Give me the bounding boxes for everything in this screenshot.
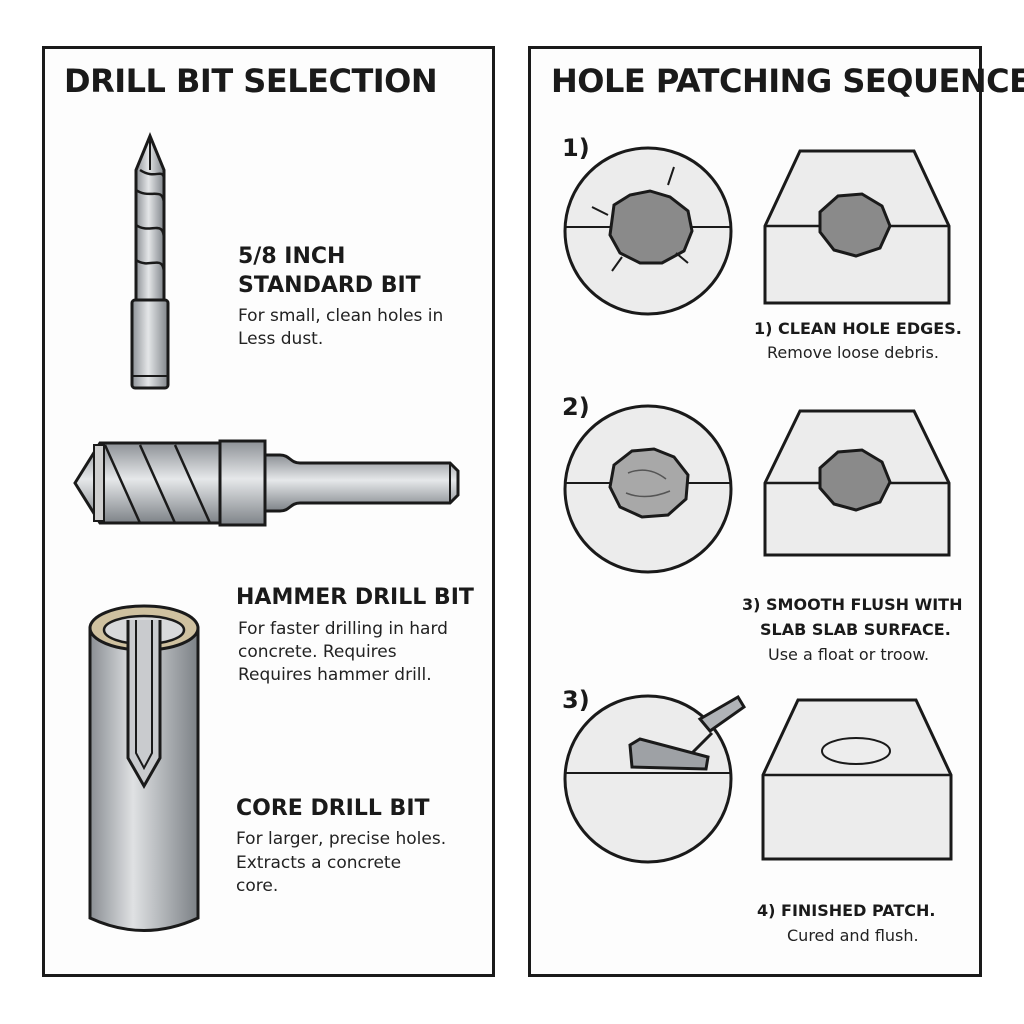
standard-bit-desc-2: Less dust. [238, 329, 324, 349]
step-2-circle-view [563, 404, 733, 574]
hammer-bit-desc-3: Requires hammer drill. [238, 665, 432, 685]
core-bit-label: CORE DRILL BIT [236, 796, 430, 821]
step-1-circle-view [563, 146, 733, 316]
step-2-slab-view [763, 409, 951, 557]
step-1-desc: Remove loose debris. [767, 343, 939, 362]
hammer-bit-desc-1: For faster drilling in hard [238, 619, 448, 639]
step-1-slab-view [763, 149, 951, 305]
step-1-label: 1) CLEAN HOLE EDGES. [754, 319, 962, 338]
step-3-label: 4) FINISHED PATCH. [757, 901, 936, 920]
step-3-circle-view [563, 694, 747, 864]
hammer-bit-illustration [73, 439, 460, 527]
step-1-number: 1) [562, 134, 590, 162]
hammer-bit-label: HAMMER DRILL BIT [236, 585, 474, 610]
standard-bit-desc-1: For small, clean holes in [238, 306, 444, 326]
step-3-desc: Cured and flush. [787, 926, 919, 945]
drill-bit-title: DRILL BIT SELECTION [64, 62, 438, 100]
step-2-desc: Use a float or troow. [768, 645, 930, 664]
step-2-label-1: 3) SMOOTH FLUSH WITH [742, 595, 963, 614]
hammer-bit-desc-2: concrete. Requires [238, 642, 397, 662]
step-3-slab-view [761, 698, 953, 861]
standard-bit-label-2: STANDARD BIT [238, 273, 421, 298]
step-2-label-2: SLAB SLAB SURFACE. [760, 620, 951, 639]
step-3-number: 3) [562, 686, 590, 714]
standard-bit-label-1: 5/8 INCH [238, 244, 346, 269]
core-bit-illustration [88, 604, 200, 932]
core-bit-desc-3: core. [236, 876, 279, 896]
core-bit-desc-1: For larger, precise holes. [236, 829, 447, 849]
step-2-number: 2) [562, 393, 590, 421]
patching-sequence-title: HOLE PATCHING SEQUENCE [551, 62, 1024, 100]
standard-bit-illustration [130, 132, 170, 390]
core-bit-desc-2: Extracts a concrete [236, 853, 402, 873]
